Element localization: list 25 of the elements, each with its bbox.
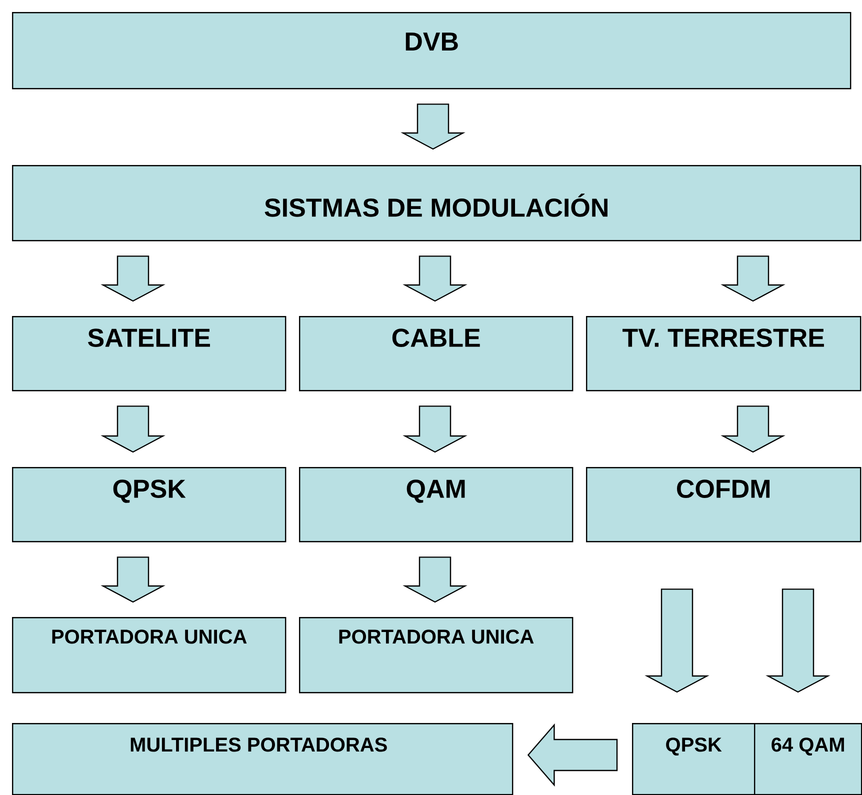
block-arrow [402,556,468,603]
block-arrow [100,406,166,453]
process-box: 64 QAM [754,723,862,795]
block-arrow [527,723,618,787]
block-arrow [402,406,468,453]
block-arrow [766,588,830,693]
block-arrow [400,104,466,150]
process-box: SATELITE [12,316,286,392]
process-box: DVB [12,12,852,90]
block-arrow [720,406,786,453]
process-box: QAM [299,467,574,542]
process-box: TV. TERRESTRE [586,316,862,392]
process-box: SISTMAS DE MODULACIÓN [12,165,862,242]
block-arrow [402,256,468,302]
block-arrow [100,256,166,302]
process-box: PORTADORA UNICA [12,617,286,694]
block-arrow [720,256,786,302]
process-box: COFDM [586,467,862,542]
process-box: MULTIPLES PORTADORAS [12,723,514,795]
process-box: QPSK [12,467,286,542]
process-box: CABLE [299,316,574,392]
process-box: QPSK [632,723,756,795]
block-arrow [644,588,710,693]
block-arrow [100,556,166,603]
process-box: PORTADORA UNICA [299,617,574,694]
